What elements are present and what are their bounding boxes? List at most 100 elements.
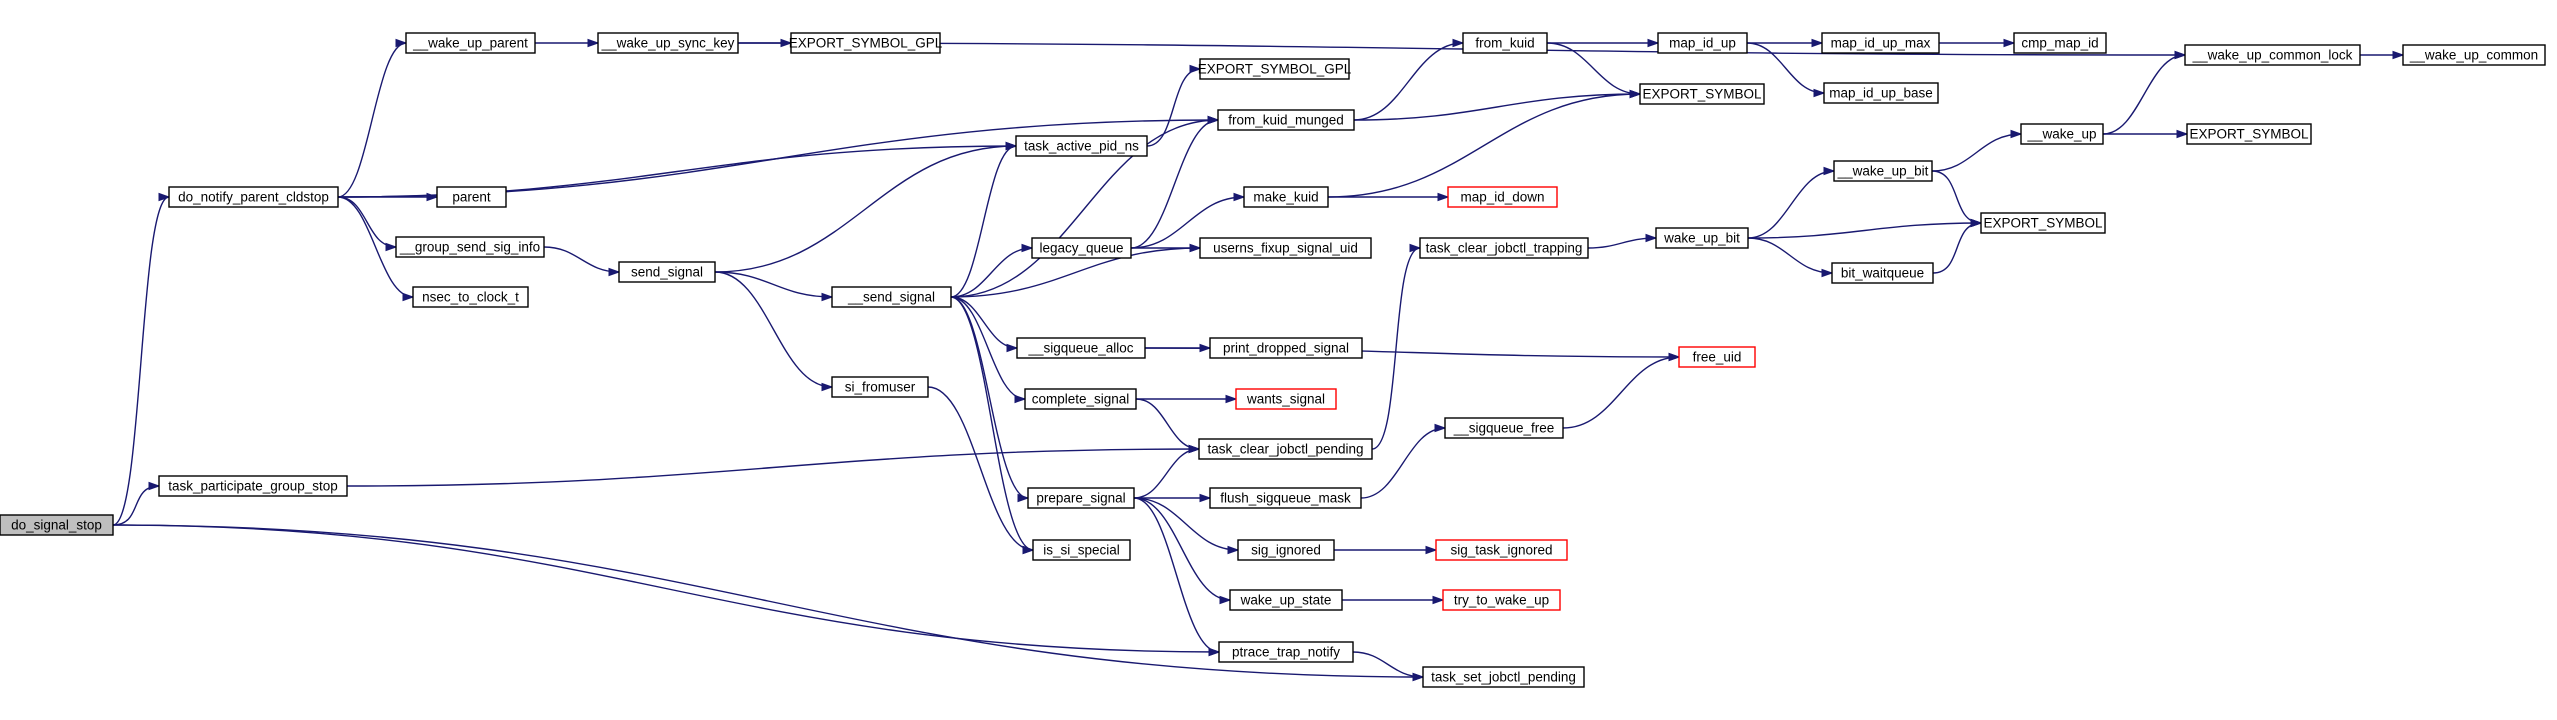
node-box[interactable] xyxy=(1016,337,1146,359)
node-box[interactable] xyxy=(168,186,339,208)
node-box[interactable] xyxy=(2020,123,2104,145)
node-box[interactable] xyxy=(2184,44,2361,66)
node-box[interactable] xyxy=(1024,388,1137,410)
node-box[interactable] xyxy=(436,186,507,208)
node-box[interactable] xyxy=(1198,438,1373,460)
node-legacy-queue[interactable]: legacy_queue xyxy=(1031,237,1132,259)
node-wake-up-common-lock[interactable]: __wake_up_common_lock xyxy=(2184,44,2361,66)
node-box[interactable] xyxy=(1209,337,1363,359)
node-box[interactable] xyxy=(1031,237,1132,259)
node-task-clear-jobctl-trapping[interactable]: task_clear_jobctl_trapping xyxy=(1419,237,1589,259)
node-box[interactable] xyxy=(1657,32,1748,54)
node-box[interactable] xyxy=(1237,539,1335,561)
node-wake-up-bit[interactable]: __wake_up_bit xyxy=(1833,160,1933,182)
node-box[interactable] xyxy=(1823,82,1939,104)
node-wake-up-parent[interactable]: __wake_up_parent xyxy=(405,32,536,54)
node-print-dropped-signal[interactable]: print_dropped_signal xyxy=(1209,337,1363,359)
node-complete-signal[interactable]: complete_signal xyxy=(1024,388,1137,410)
node-box[interactable] xyxy=(1243,186,1329,208)
node-box[interactable] xyxy=(1831,262,1934,284)
node-map-id-down[interactable]: map_id_down xyxy=(1447,186,1558,208)
node-si-fromuser[interactable]: si_fromuser xyxy=(831,376,929,398)
node-box[interactable] xyxy=(618,261,716,283)
node-send-signal[interactable]: send_signal xyxy=(618,261,716,283)
node-flush-sigqueue-mask[interactable]: flush_sigqueue_mask xyxy=(1209,487,1362,509)
node-do-notify-parent-cldstop[interactable]: do_notify_parent_cldstop xyxy=(168,186,339,208)
node-task-participate-group-stop[interactable]: task_participate_group_stop xyxy=(158,475,348,497)
node-box[interactable] xyxy=(1229,589,1343,611)
node-box[interactable] xyxy=(0,514,114,536)
node-task-set-jobctl-pending[interactable]: task_set_jobctl_pending xyxy=(1422,666,1585,688)
node-box[interactable] xyxy=(395,236,545,258)
node-box[interactable] xyxy=(1655,227,1749,249)
node-task-active-pid-ns[interactable]: task_active_pid_ns xyxy=(1015,135,1148,157)
node-box[interactable] xyxy=(1422,666,1585,688)
node-box[interactable] xyxy=(1199,58,1350,80)
node-box[interactable] xyxy=(1833,160,1933,182)
node-map-id-up[interactable]: map_id_up xyxy=(1657,32,1748,54)
node-box[interactable] xyxy=(597,32,739,54)
node-box[interactable] xyxy=(1235,388,1337,410)
node-box[interactable] xyxy=(1821,32,1940,54)
node-box[interactable] xyxy=(1980,212,2106,234)
node-sig-ignored[interactable]: sig_ignored xyxy=(1237,539,1335,561)
node-is-si-special[interactable]: is_si_special xyxy=(1032,539,1131,561)
node-from-kuid[interactable]: from_kuid xyxy=(1462,32,1548,54)
node-sigqueue-free[interactable]: __sigqueue_free xyxy=(1444,417,1564,439)
node-export-symbol-2[interactable]: EXPORT_SYMBOL xyxy=(2186,123,2312,145)
node-sig-task-ignored[interactable]: sig_task_ignored xyxy=(1435,539,1568,561)
node-group-send-sig-info[interactable]: __group_send_sig_info xyxy=(395,236,545,258)
node-box[interactable] xyxy=(1639,83,1765,105)
node-wake-up-bit[interactable]: wake_up_bit xyxy=(1655,227,1749,249)
node-bit-waitqueue[interactable]: bit_waitqueue xyxy=(1831,262,1934,284)
node-box[interactable] xyxy=(1209,487,1362,509)
node-box[interactable] xyxy=(1419,237,1589,259)
node-free-uid[interactable]: free_uid xyxy=(1678,346,1756,368)
node-box[interactable] xyxy=(158,475,348,497)
node-box[interactable] xyxy=(1217,109,1355,131)
node-nsec-to-clock-t[interactable]: nsec_to_clock_t xyxy=(412,286,529,308)
node-box[interactable] xyxy=(790,32,941,54)
node-cmp-map-id[interactable]: cmp_map_id xyxy=(2013,32,2107,54)
node-export-symbol-3[interactable]: EXPORT_SYMBOL xyxy=(1980,212,2106,234)
node-map-id-up-base[interactable]: map_id_up_base xyxy=(1823,82,1939,104)
node-box[interactable] xyxy=(2186,123,2312,145)
node-box[interactable] xyxy=(1462,32,1548,54)
node-wants-signal[interactable]: wants_signal xyxy=(1235,388,1337,410)
node-make-kuid[interactable]: make_kuid xyxy=(1243,186,1329,208)
node-export-symbol-1[interactable]: EXPORT_SYMBOL xyxy=(1639,83,1765,105)
node-try-to-wake-up[interactable]: try_to_wake_up xyxy=(1442,589,1561,611)
node-box[interactable] xyxy=(405,32,536,54)
node-box[interactable] xyxy=(1218,641,1354,663)
node-export-symbol-gpl-1[interactable]: EXPORT_SYMBOL_GPL xyxy=(789,32,943,54)
node-box[interactable] xyxy=(1027,487,1135,509)
node-sigqueue-alloc[interactable]: __sigqueue_alloc xyxy=(1016,337,1146,359)
node-ptrace-trap-notify[interactable]: ptrace_trap_notify xyxy=(1218,641,1354,663)
node-box[interactable] xyxy=(1015,135,1148,157)
node-box[interactable] xyxy=(2013,32,2107,54)
node-do-signal-stop[interactable]: do_signal_stop xyxy=(0,514,114,536)
node-box[interactable] xyxy=(1032,539,1131,561)
node-box[interactable] xyxy=(1678,346,1756,368)
node-box[interactable] xyxy=(1447,186,1558,208)
node-box[interactable] xyxy=(831,376,929,398)
node-box[interactable] xyxy=(2402,44,2546,66)
node-userns-fixup-signal-uid[interactable]: userns_fixup_signal_uid xyxy=(1199,237,1372,259)
node-wake-up-common[interactable]: __wake_up_common xyxy=(2402,44,2546,66)
node-box[interactable] xyxy=(1199,237,1372,259)
node-box[interactable] xyxy=(1444,417,1564,439)
node-box[interactable] xyxy=(1435,539,1568,561)
node-from-kuid-munged[interactable]: from_kuid_munged xyxy=(1217,109,1355,131)
node-box[interactable] xyxy=(1442,589,1561,611)
node-map-id-up-max[interactable]: map_id_up_max xyxy=(1821,32,1940,54)
node-wake-up-sync-key[interactable]: __wake_up_sync_key xyxy=(597,32,739,54)
node-box[interactable] xyxy=(412,286,529,308)
node-task-clear-jobctl-pending[interactable]: task_clear_jobctl_pending xyxy=(1198,438,1373,460)
node-wake-up-state[interactable]: wake_up_state xyxy=(1229,589,1343,611)
node-wake-up[interactable]: __wake_up xyxy=(2020,123,2104,145)
node-prepare-signal[interactable]: prepare_signal xyxy=(1027,487,1135,509)
node-export-symbol-gpl-2[interactable]: EXPORT_SYMBOL_GPL xyxy=(1198,58,1352,80)
node-send-signal[interactable]: __send_signal xyxy=(831,286,952,308)
node-parent[interactable]: parent xyxy=(436,186,507,208)
node-box[interactable] xyxy=(831,286,952,308)
